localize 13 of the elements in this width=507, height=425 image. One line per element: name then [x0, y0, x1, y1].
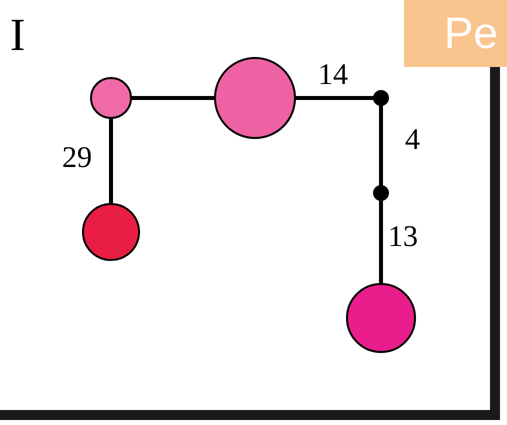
node-circle — [90, 77, 132, 119]
panel-label: I — [10, 12, 26, 58]
connector-line — [295, 96, 374, 100]
node-circle — [214, 57, 296, 139]
node-circle — [82, 203, 140, 261]
junction-dot — [373, 185, 389, 201]
connector-line — [379, 105, 383, 186]
connector-line — [131, 96, 215, 100]
junction-dot — [373, 90, 389, 106]
connector-line — [109, 118, 113, 204]
node-circle — [346, 283, 416, 353]
label-box: Pe — [404, 0, 507, 67]
connector-line — [379, 200, 383, 284]
